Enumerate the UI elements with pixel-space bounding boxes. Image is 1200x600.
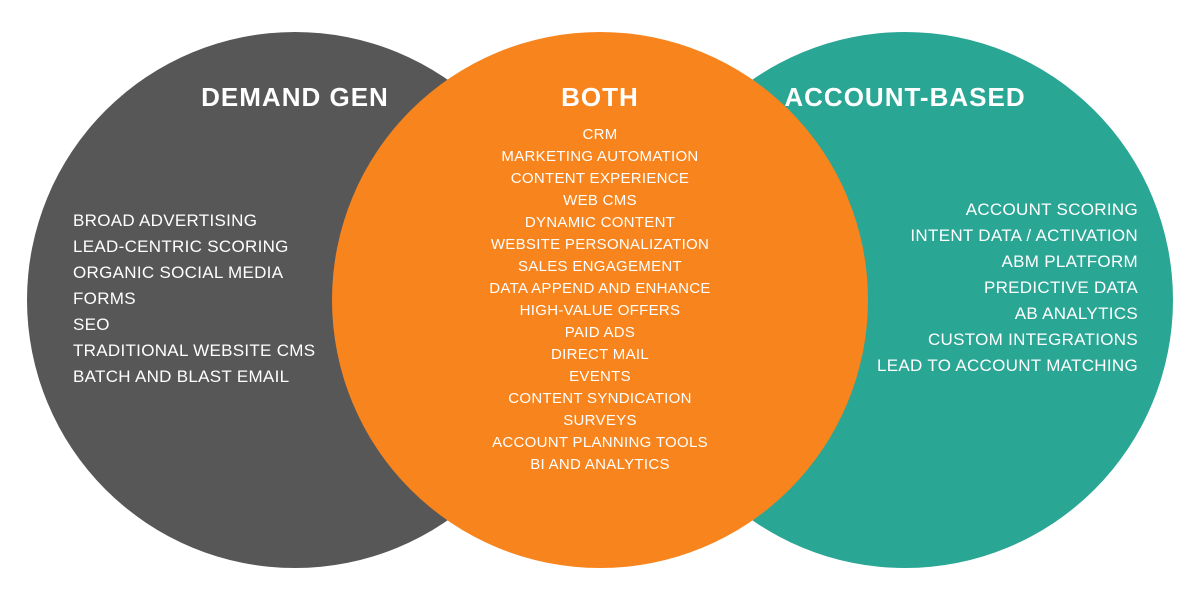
venn-list-item: ACCOUNT PLANNING TOOLS — [492, 434, 708, 451]
venn-list-item: CUSTOM INTEGRATIONS — [927, 330, 1138, 349]
venn-list-item: DATA APPEND AND ENHANCE — [489, 280, 711, 297]
venn-list-item: LEAD TO ACCOUNT MATCHING — [877, 356, 1138, 375]
venn-list-item: WEBSITE PERSONALIZATION — [490, 236, 710, 253]
both-list: CRM MARKETING AUTOMATION CONTENT EXPERIENC… — [332, 124, 868, 476]
venn-list-item: FORMS — [73, 289, 136, 308]
account-based-list: ACCOUNT SCORING INTENT DATA / ACTIVATION A… — [877, 197, 1138, 379]
venn-list-item: ACCOUNT SCORING — [965, 200, 1138, 219]
venn-list-item: HIGH-VALUE OFFERS — [519, 302, 681, 319]
venn-list-item: SURVEYS — [563, 412, 637, 429]
venn-list-item: SALES ENGAGEMENT — [517, 258, 682, 275]
venn-list-item: EVENTS — [569, 368, 631, 385]
venn-list-item: LEAD-CENTRIC SCORING — [73, 237, 289, 256]
venn-list-item: CONTENT EXPERIENCE — [510, 170, 690, 187]
venn-list-item: BROAD ADVERTISING — [73, 211, 258, 230]
venn-list-item: CONTENT SYNDICATION — [508, 390, 692, 407]
venn-list-item: INTENT DATA / ACTIVATION — [910, 226, 1138, 245]
account-based-title: ACCOUNT-BASED — [784, 82, 1026, 112]
venn-list-item: CRM — [582, 126, 618, 143]
venn-list-item: ORGANIC SOCIAL MEDIA — [73, 263, 284, 282]
demand-gen-title: DEMAND GEN — [201, 82, 389, 112]
both-circle — [332, 32, 868, 568]
venn-list-item: DIRECT MAIL — [550, 346, 650, 363]
venn-list-item: SEO — [73, 315, 110, 334]
venn-list-item: ABM PLATFORM — [1001, 252, 1138, 271]
venn-list-item: BI AND ANALYTICS — [530, 456, 670, 473]
venn-list-item: MARKETING AUTOMATION — [501, 148, 699, 165]
venn-list-item: TRADITIONAL WEBSITE CMS — [73, 341, 316, 360]
venn-list-item: DYNAMIC CONTENT — [524, 214, 676, 231]
demand-gen-list: BROAD ADVERTISING LEAD-CENTRIC SCORING ORG… — [73, 208, 315, 390]
venn-list-item: BATCH AND BLAST EMAIL — [73, 367, 290, 386]
venn-list-item: PREDICTIVE DATA — [983, 278, 1138, 297]
venn-list-item: AB ANALYTICS — [1014, 304, 1138, 323]
venn-list-item: PAID ADS — [564, 324, 636, 341]
both-title: BOTH — [561, 82, 639, 112]
venn-list-item: WEB CMS — [563, 192, 637, 209]
